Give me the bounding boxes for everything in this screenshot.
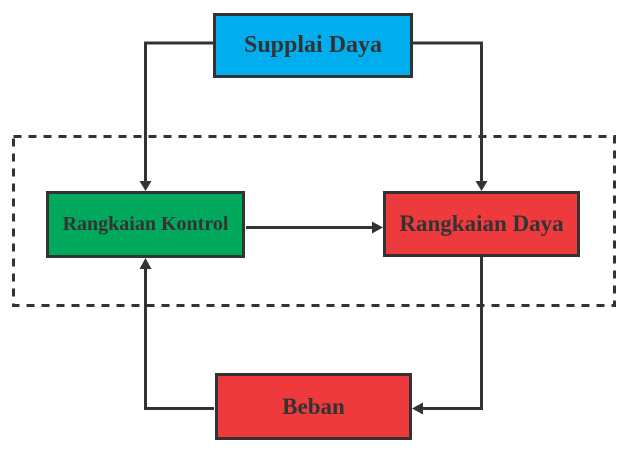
block-supplai-daya: Supplai Daya	[213, 13, 413, 78]
arrowhead-into-kontrol-top-icon	[139, 181, 152, 191]
block-rangkaian-kontrol: Rangkaian Kontrol	[46, 191, 245, 258]
connector-supplai-to-daya	[410, 41, 483, 183]
connector-supplai-to-kontrol	[144, 41, 216, 183]
block-rangkaian-daya-label: Rangkaian Daya	[399, 211, 564, 236]
arrowhead-into-beban-right-icon	[412, 402, 423, 415]
arrowhead-into-daya-left-icon	[372, 221, 383, 234]
block-beban: Beban	[215, 373, 412, 440]
block-beban-label: Beban	[282, 393, 345, 419]
arrowhead-into-daya-top-icon	[475, 181, 488, 191]
block-supplai-daya-label: Supplai Daya	[243, 32, 383, 58]
block-rangkaian-kontrol-label: Rangkaian Kontrol	[62, 213, 229, 235]
dashed-boundary	[12, 135, 616, 307]
arrowhead-into-kontrol-bottom-icon	[139, 258, 152, 269]
connector-daya-to-beban	[423, 256, 483, 410]
block-rangkaian-daya: Rangkaian Daya	[383, 191, 580, 257]
connector-beban-to-kontrol	[144, 269, 214, 410]
